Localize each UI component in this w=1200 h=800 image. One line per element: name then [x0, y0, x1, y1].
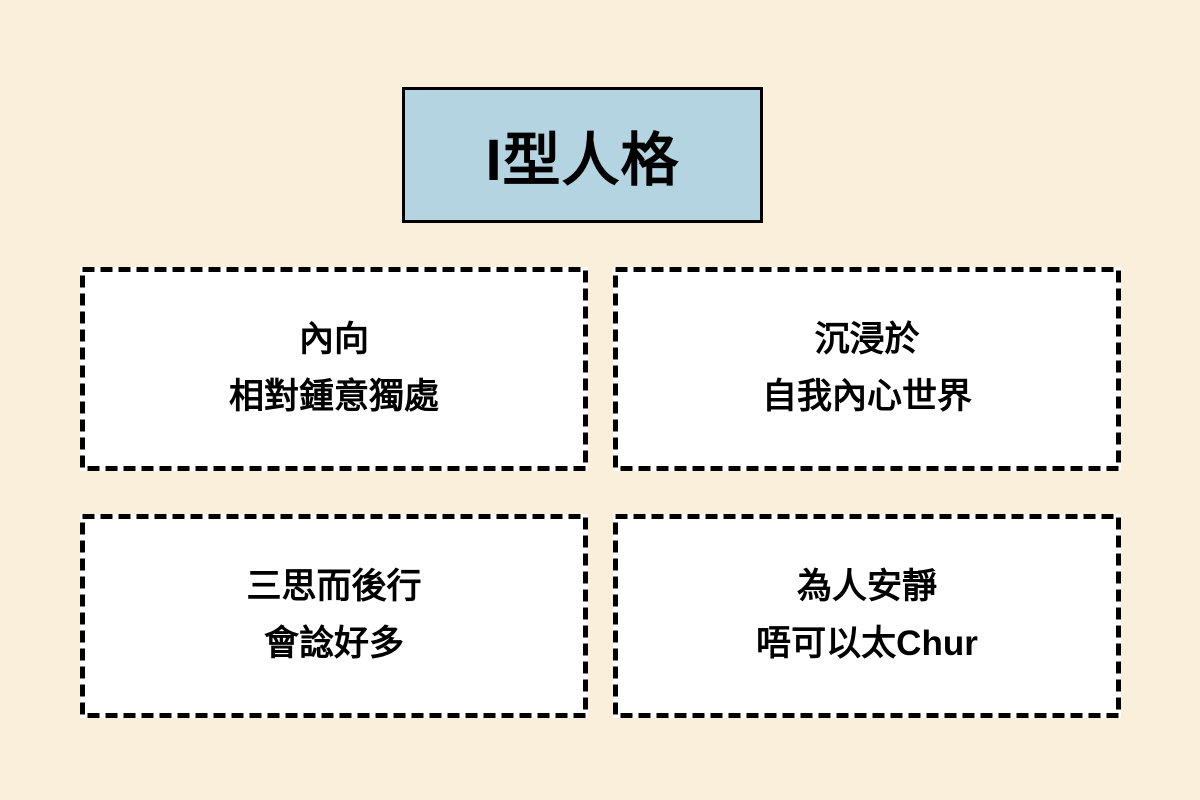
trait-card-inner-world: 沉浸於 自我內心世界 — [613, 267, 1121, 471]
title-box: I型人格 — [402, 87, 763, 223]
page-title: I型人格 — [485, 128, 680, 193]
trait-text-line: 三思而後行 — [246, 567, 422, 607]
trait-text-line: 沉浸於 — [814, 320, 920, 360]
trait-card-introvert: 內向 相對鍾意獨處 — [80, 267, 588, 471]
trait-text-line: 為人安靜 — [796, 567, 937, 607]
trait-text-line: 自我內心世界 — [761, 377, 972, 416]
trait-text-line: 唔可以太Chur — [756, 624, 978, 663]
trait-text-line: 內向 — [298, 320, 369, 360]
trait-card-quiet: 為人安靜 唔可以太Chur — [613, 514, 1121, 718]
trait-text-line: 會諗好多 — [263, 624, 404, 663]
trait-card-think-first: 三思而後行 會諗好多 — [80, 514, 588, 718]
trait-text-line: 相對鍾意獨處 — [228, 377, 439, 416]
